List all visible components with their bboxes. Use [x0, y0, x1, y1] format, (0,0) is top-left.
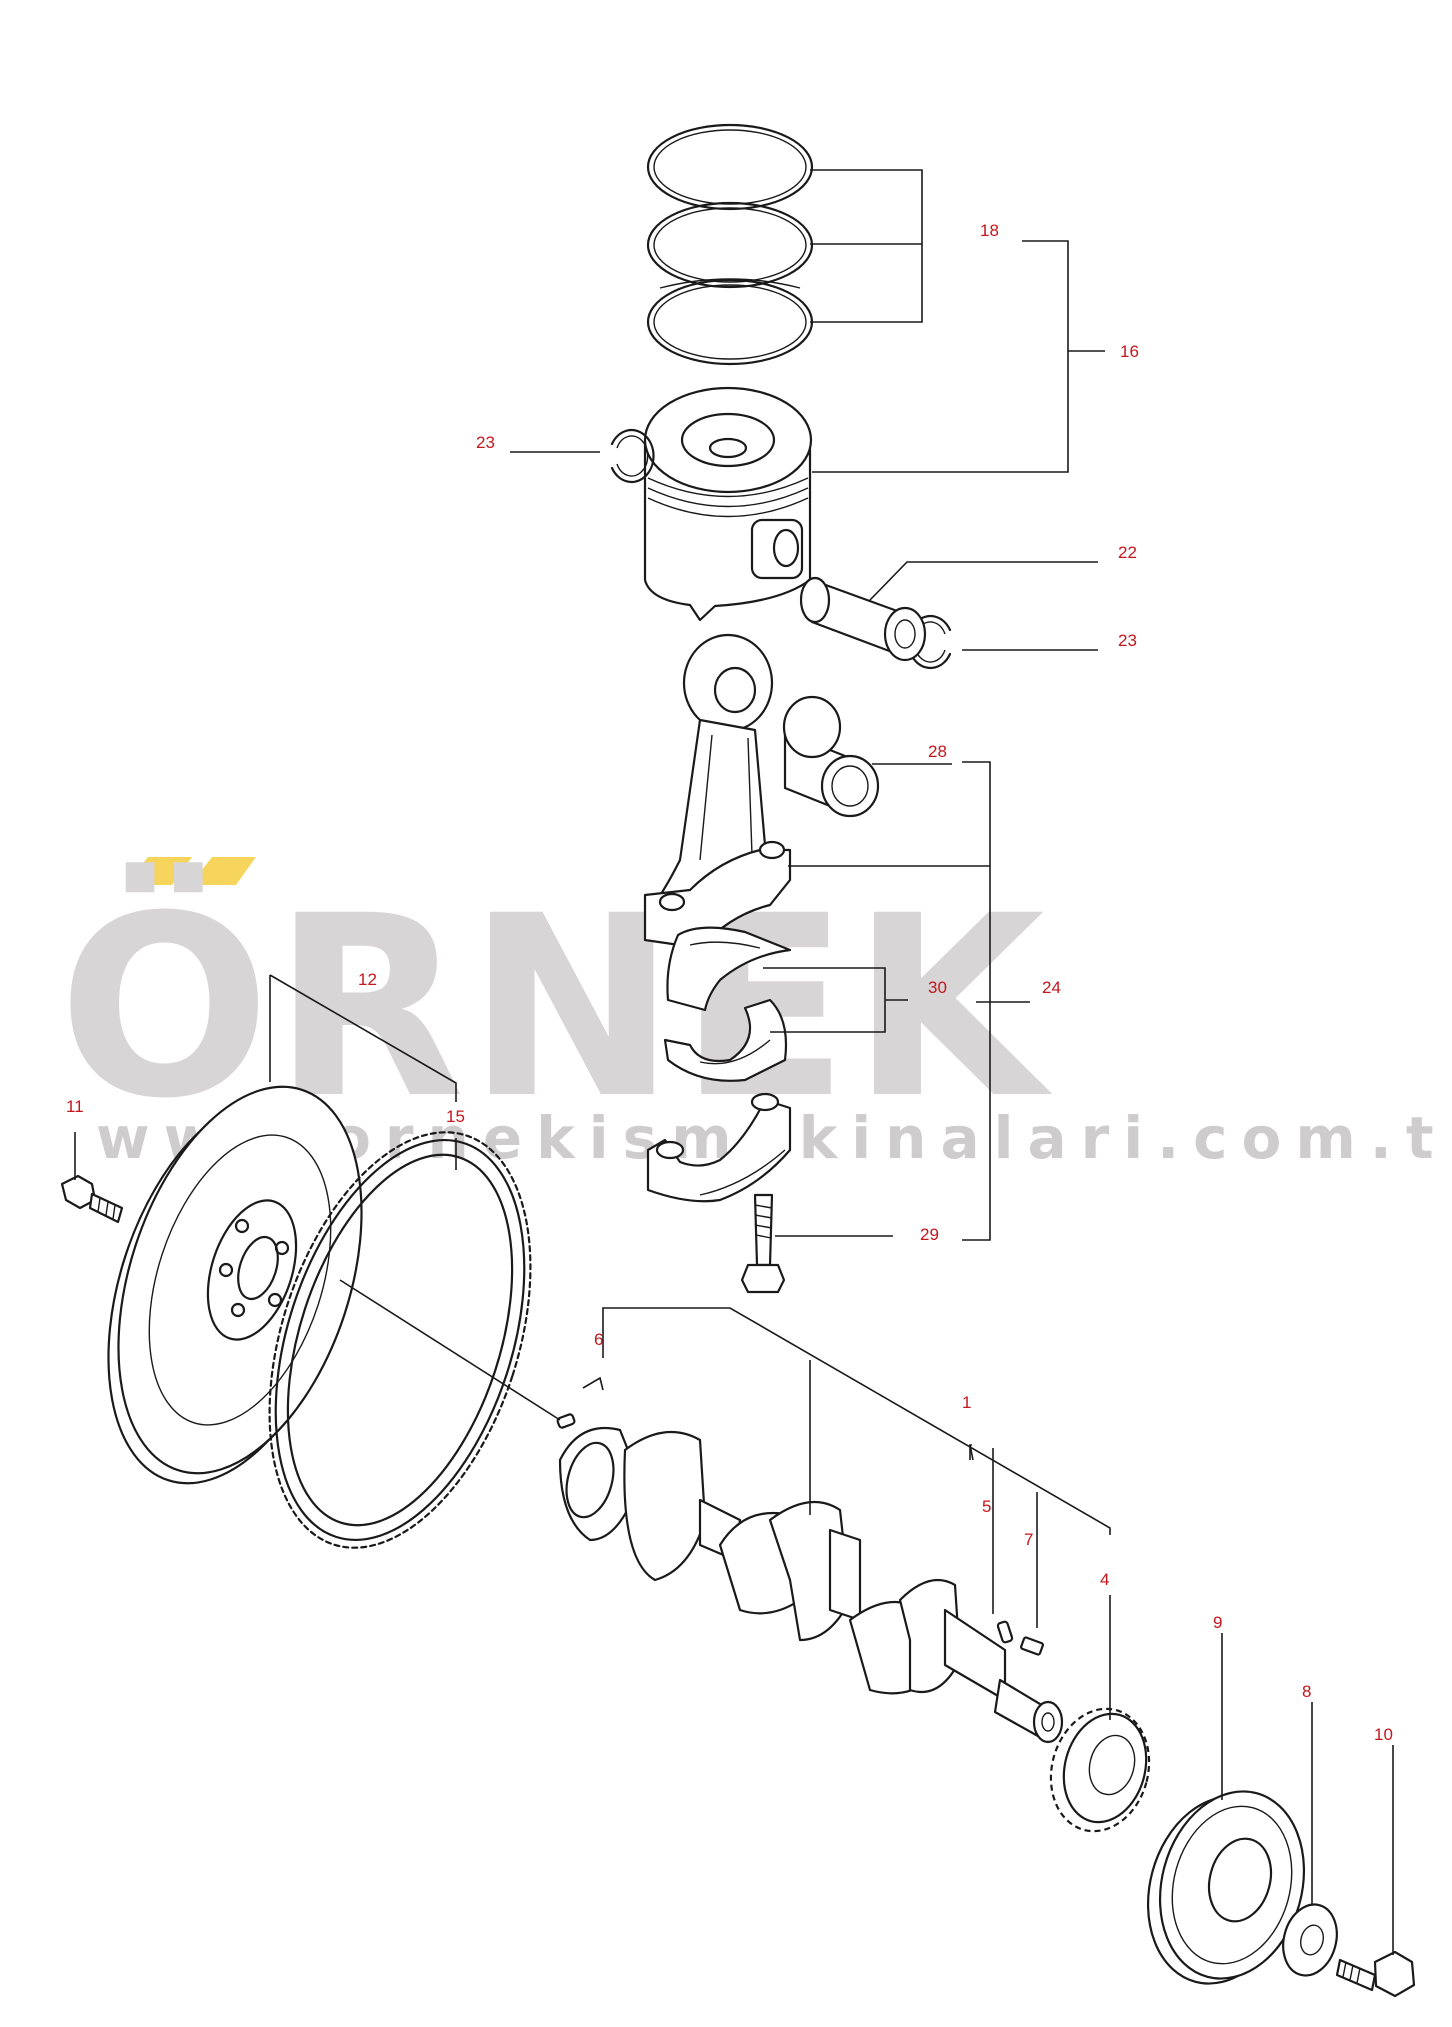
callout-16: 16 [1120, 342, 1139, 361]
watermark-accent-left [126, 857, 192, 885]
piston-ring-middle-inner [653, 207, 807, 283]
piston-ring-oil [646, 278, 814, 366]
callout-15: 15 [446, 1107, 465, 1126]
callout-4: 4 [1100, 1570, 1109, 1589]
crankshaft-gear [1049, 1707, 1151, 1833]
circlip-left [610, 428, 655, 484]
callout-5: 5 [982, 1497, 991, 1516]
ring-gear [268, 1131, 532, 1549]
crank-key [1020, 1636, 1044, 1656]
piston-pin-hole [772, 528, 800, 568]
leader-lines [74, 169, 1394, 1955]
piston-ring-groove-2 [647, 487, 809, 508]
callout-9: 9 [1213, 1613, 1222, 1632]
callout-11: 11 [66, 1097, 84, 1116]
bearing-shell-set [663, 926, 792, 1082]
callout-23-right: 23 [1118, 631, 1137, 650]
woodruff-key [996, 1620, 1014, 1644]
piston-ring-groove-1 [647, 477, 809, 498]
connecting-rod-cap [646, 1092, 792, 1203]
connecting-rod-bolt [740, 1193, 786, 1294]
pulley-bolt [1335, 1950, 1416, 1998]
piston-bowl [680, 412, 776, 468]
small-end-bushing [782, 695, 880, 818]
callouts: 18 16 23 22 23 28 12 30 24 11 15 29 6 1 … [66, 221, 1393, 1744]
piston-pin-boss [750, 518, 804, 580]
callout-7: 7 [1024, 1530, 1033, 1549]
piston [643, 386, 813, 622]
callout-24: 24 [1042, 978, 1061, 997]
callout-1: 1 [962, 1393, 971, 1412]
callout-30: 30 [928, 978, 947, 997]
callout-6: 6 [594, 1330, 603, 1349]
watermark-accent-right [190, 857, 256, 885]
piston-ring-groove-3 [647, 497, 809, 518]
pulley-washer [1282, 1903, 1338, 1977]
callout-12: 12 [358, 970, 377, 989]
piston-ring-oil-inner [653, 284, 807, 360]
callout-8: 8 [1302, 1682, 1311, 1701]
piston-ring-top [646, 123, 814, 211]
piston-bowl-center [708, 437, 748, 459]
crankshaft-pulley [1146, 1790, 1306, 1985]
callout-28: 28 [928, 742, 947, 761]
flywheel [107, 1085, 363, 1485]
piston-ring-set [646, 123, 814, 366]
piston-pin [799, 576, 927, 662]
crankshaft [558, 1426, 1064, 1744]
dowel-pin [556, 1413, 576, 1429]
flywheel-bolt [60, 1174, 124, 1224]
piston-ring-middle [646, 201, 814, 289]
oil-ring-rim [659, 278, 801, 289]
callout-22: 22 [1118, 543, 1137, 562]
circlip-left-inner [616, 435, 649, 477]
callout-29: 29 [920, 1225, 939, 1244]
callout-10: 10 [1374, 1725, 1393, 1744]
callout-23-left: 23 [476, 433, 495, 452]
callout-18: 18 [980, 221, 999, 240]
piston-ring-top-inner [653, 129, 807, 205]
connecting-rod [643, 633, 792, 950]
